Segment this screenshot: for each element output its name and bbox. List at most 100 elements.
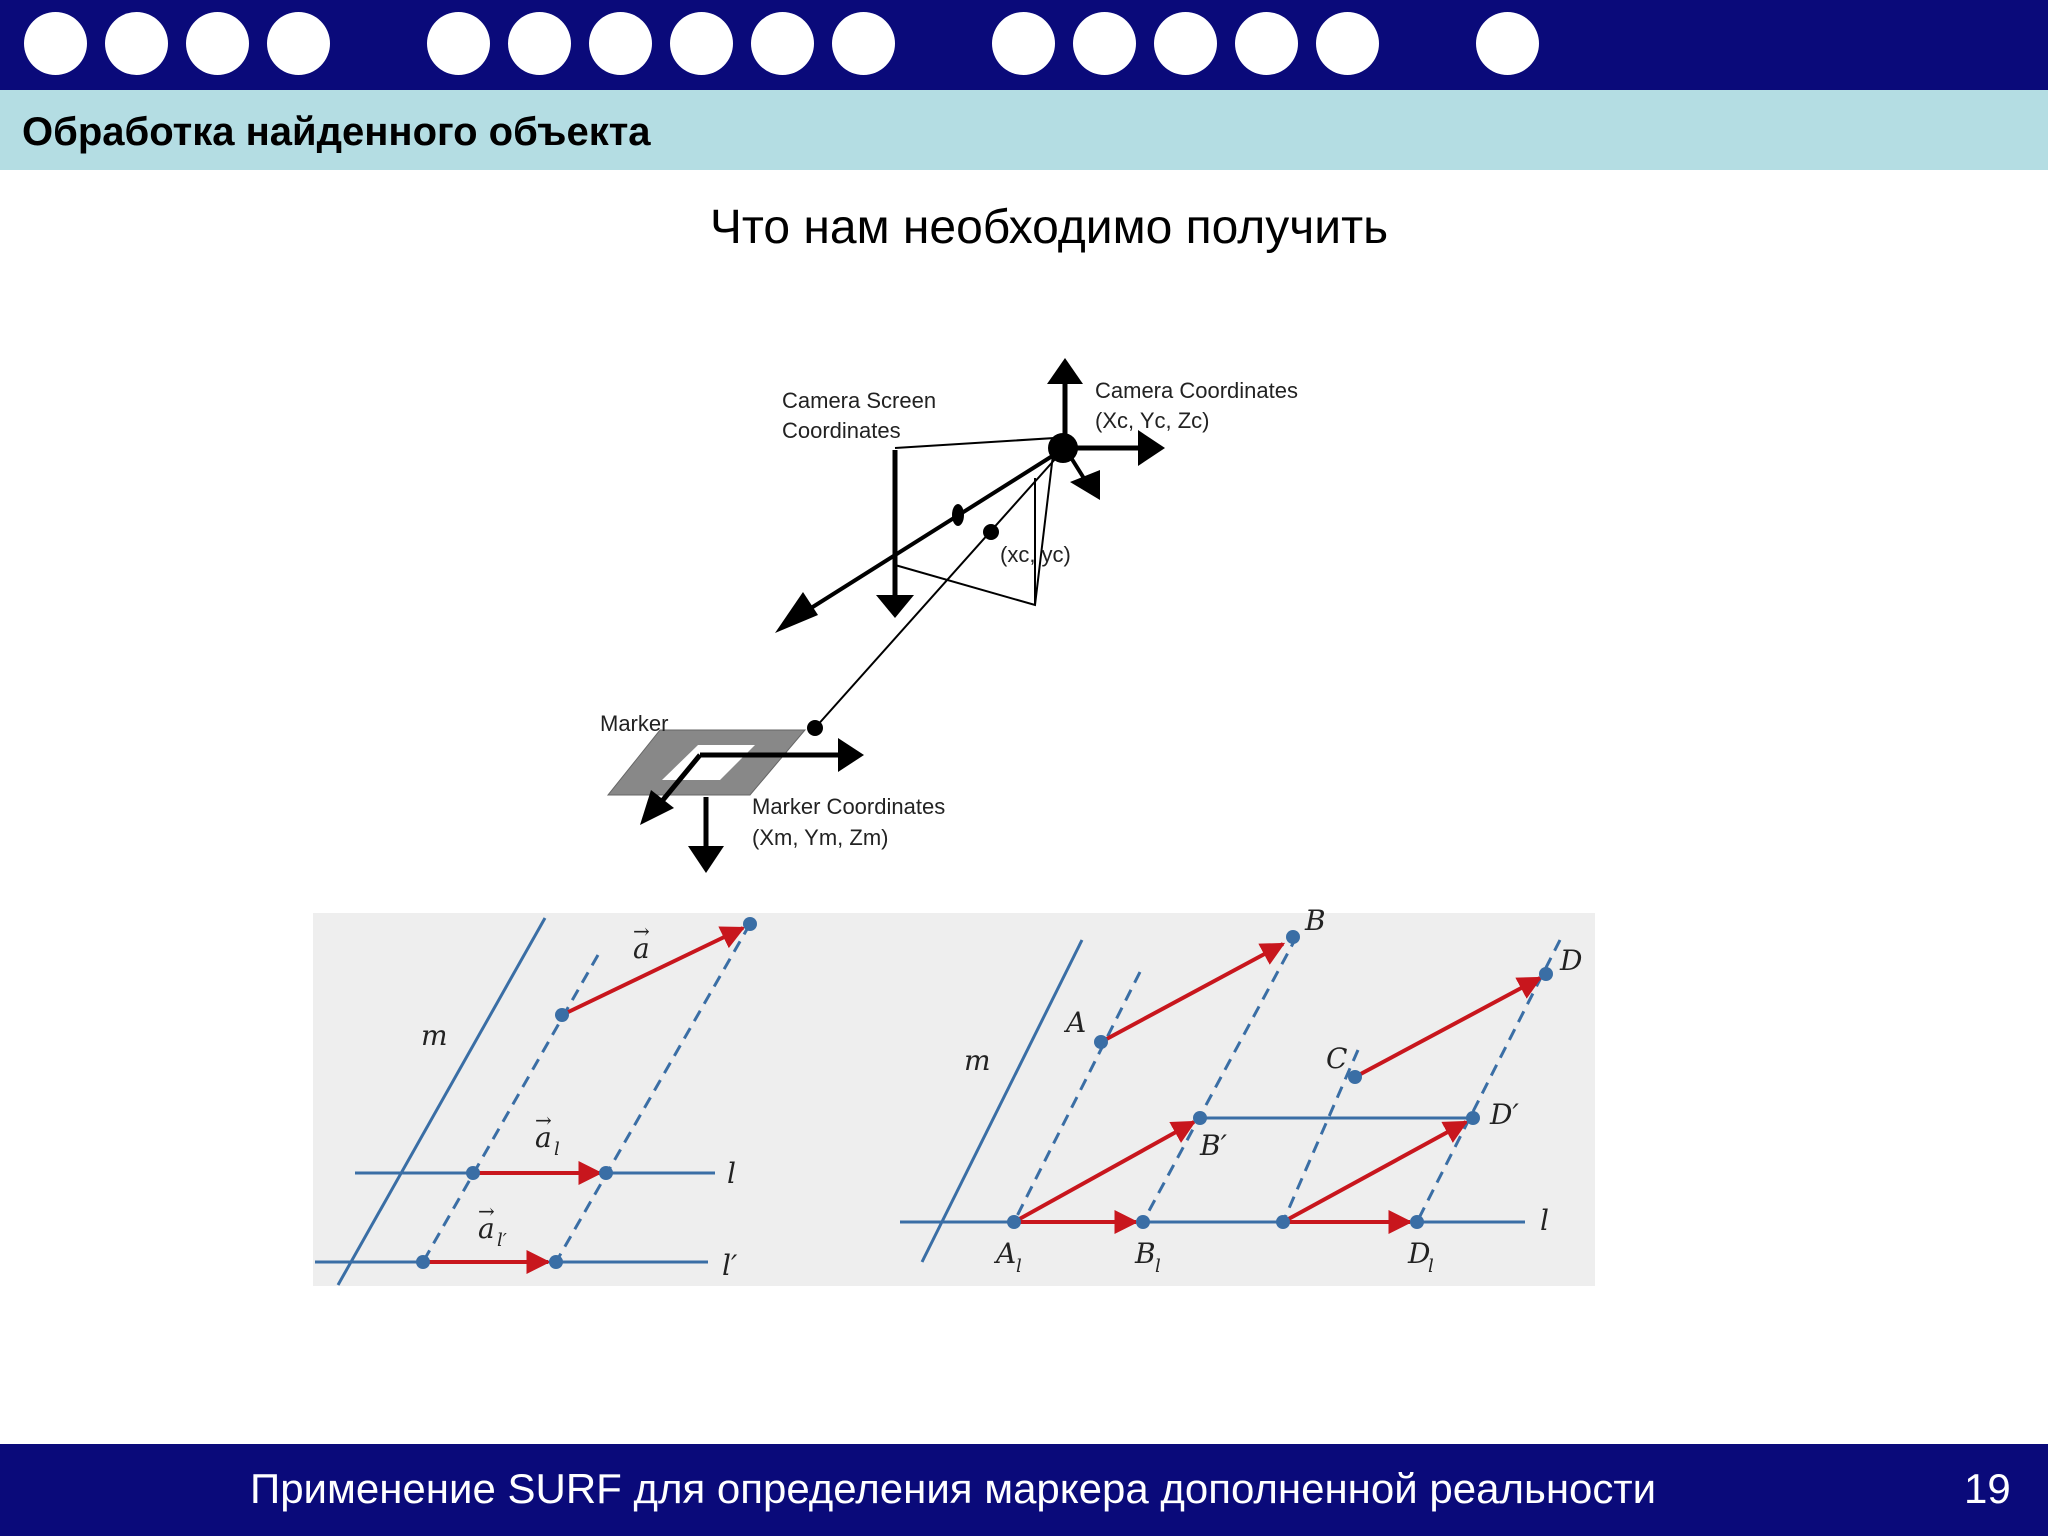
vector-arrow-accent: → [535, 1108, 552, 1132]
label-C: C [1326, 1042, 1347, 1075]
progress-dot [508, 12, 571, 75]
label-B: B [1304, 904, 1326, 937]
point-B-prime [1193, 1111, 1207, 1125]
progress-dot [589, 12, 652, 75]
marker-z-arrowhead [688, 846, 724, 873]
label-a: a [633, 932, 650, 965]
projection-ray [814, 447, 1066, 729]
view-axis-arrowhead [775, 592, 818, 633]
label-B-prime: B′ [1199, 1129, 1228, 1162]
footer-title: Применение SURF для определения маркера … [250, 1465, 1657, 1512]
point-A [1094, 1035, 1108, 1049]
section-title-bar [0, 90, 2048, 170]
page-number: 19 [1964, 1465, 2011, 1512]
projection-diagram-right: m A B C D B′ D′ A l B l D l l [793, 904, 1595, 1286]
screen-down-arrowhead [876, 595, 914, 618]
image-point-label: (xc, yc) [1000, 542, 1071, 567]
view-axis [798, 446, 1067, 617]
point-B-l [1136, 1215, 1150, 1229]
vector-C-Dprime [1282, 1120, 1469, 1224]
dashed-proj-D [1415, 939, 1562, 1223]
point-C [1348, 1070, 1362, 1084]
camera-origin [1048, 433, 1078, 463]
progress-dot [267, 12, 330, 75]
dashed-proj-B [1141, 935, 1299, 1223]
point-C-l [1276, 1215, 1290, 1229]
label-m: m [421, 1019, 448, 1052]
progress-dot [427, 12, 490, 75]
camera-diagram: Camera Screen Coordinates Camera Coordin… [600, 358, 1298, 873]
vector-a [561, 926, 746, 1017]
camera-coords-label-1: Camera Coordinates [1095, 378, 1298, 403]
vector-arrow-accent: → [633, 919, 650, 943]
camera-screen-label-1: Camera Screen [782, 388, 936, 413]
label-m: m [964, 1044, 991, 1077]
point [416, 1255, 430, 1269]
dashed-proj-A [1012, 971, 1142, 1223]
top-bar [0, 0, 2048, 90]
vector-A-Bprime [1013, 1120, 1197, 1224]
progress-dot [1476, 12, 1539, 75]
camera-up-arrowhead [1047, 358, 1083, 384]
right-panel-bg [793, 913, 1595, 1286]
progress-dot [24, 12, 87, 75]
label-a-lp: a [478, 1212, 495, 1245]
point [743, 917, 757, 931]
point [466, 1166, 480, 1180]
label-D-l-sub: l [1428, 1256, 1434, 1277]
marker-y-arrowhead [640, 790, 674, 825]
label-A-l: A [993, 1237, 1016, 1270]
progress-dot [832, 12, 895, 75]
label-B-l-sub: l [1155, 1256, 1161, 1277]
point-D [1539, 967, 1553, 981]
progress-dot [1154, 12, 1217, 75]
point-D-prime [1466, 1111, 1480, 1125]
marker-coords-label-1: Marker Coordinates [752, 794, 945, 819]
progress-dot [1316, 12, 1379, 75]
progress-dot [751, 12, 814, 75]
camera-right-arrowhead [1138, 430, 1165, 466]
label-a-lp-sub: l′ [497, 1230, 507, 1251]
camera-z-arrowhead [1070, 470, 1100, 500]
point-A-l [1007, 1215, 1021, 1229]
label-a-l-sub: l [554, 1139, 560, 1160]
camera-screen-label-2: Coordinates [782, 418, 901, 443]
progress-dot [186, 12, 249, 75]
point-B [1286, 930, 1300, 944]
screen-plane [894, 436, 1057, 607]
section-title: Обработка найденного объекта [22, 110, 651, 154]
label-l-prime: l′ [722, 1249, 738, 1282]
progress-dot [105, 12, 168, 75]
slide-heading: Что нам необходимо получить [709, 201, 1389, 254]
image-point [983, 524, 999, 540]
label-l: l [727, 1157, 736, 1190]
label-D-l: D [1407, 1237, 1430, 1270]
line-m [336, 917, 547, 1286]
marker-coords-label-2: (Xm, Ym, Zm) [752, 825, 888, 850]
marker-x-arrowhead [838, 738, 864, 772]
vector-arrow-accent: → [478, 1199, 495, 1223]
marker-point [807, 720, 823, 736]
footer-bar [0, 1444, 2048, 1536]
label-A-l-sub: l [1016, 1256, 1022, 1277]
progress-dot [1235, 12, 1298, 75]
camera-coords-label-2: (Xc, Yc, Zc) [1095, 408, 1210, 433]
view-axis-point [952, 504, 964, 526]
point [549, 1255, 563, 1269]
point [555, 1008, 569, 1022]
projection-diagram-left: m a → a l → a l′ → l l′ [313, 913, 793, 1286]
dashed-proj-C [1281, 1049, 1360, 1223]
label-B-l: B [1134, 1237, 1156, 1270]
left-panel-bg [313, 913, 793, 1286]
progress-dot [670, 12, 733, 75]
label-D-prime: D′ [1489, 1098, 1519, 1131]
label-l: l [1540, 1204, 1549, 1237]
label-D: D [1559, 944, 1582, 977]
label-A: A [1063, 1006, 1086, 1039]
marker-label: Marker [600, 711, 668, 736]
progress-dot [1073, 12, 1136, 75]
vector-CD [1354, 976, 1543, 1079]
label-a-l: a [535, 1121, 552, 1154]
point [599, 1166, 613, 1180]
